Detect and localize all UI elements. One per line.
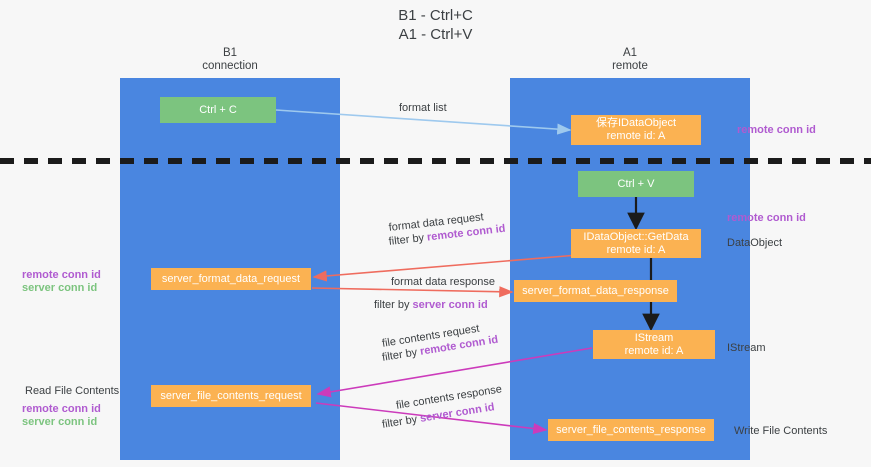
annotation-left-remote-conn-id: remote conn id: [22, 269, 101, 281]
filter-key-server-conn-id: server conn id: [412, 299, 488, 311]
annotation-left-server-conn-id: server conn id: [22, 282, 98, 294]
box-ctrl-v[interactable]: Ctrl + V: [578, 171, 694, 197]
box-server-file-contents-response[interactable]: server_file_contents_response: [548, 419, 714, 441]
box-idataobject-getdata[interactable]: IDataObject::GetData remote id: A: [571, 229, 701, 258]
box-ctrl-c[interactable]: Ctrl + C: [160, 97, 276, 123]
annotation-left-bottom-server-conn-id: server conn id: [22, 416, 98, 428]
phase-divider: [0, 158, 871, 164]
annotation-right-dataobject: DataObject: [727, 237, 783, 249]
filter-prefix: filter by: [388, 231, 428, 248]
filter-prefix: filter by: [381, 412, 422, 431]
annotation-right-istream: IStream: [727, 342, 766, 354]
lane-header-a1: A1 remote: [612, 47, 648, 72]
annotation-right-remote-conn-id-top: remote conn id: [737, 124, 816, 136]
box-server-format-data-response[interactable]: server_format_data_response: [514, 280, 677, 302]
box-server-format-data-request[interactable]: server_format_data_request: [151, 268, 311, 290]
annotation-left-bottom-remote-conn-id: remote conn id: [22, 403, 101, 415]
page-title: B1 - Ctrl+C A1 - Ctrl+V: [398, 7, 473, 43]
filter-prefix: filter by: [374, 299, 413, 311]
box-server-file-contents-request[interactable]: server_file_contents_request: [151, 385, 311, 407]
edge-label-format-list: format list: [399, 102, 447, 114]
edge-label-format-data-response: format data response: [391, 276, 495, 288]
box-idataobject-save[interactable]: 保存IDataObject remote id: A: [571, 115, 701, 145]
box-istream[interactable]: IStream remote id: A: [593, 330, 715, 359]
annotation-left-read-file-contents: Read File Contents: [25, 385, 120, 397]
annotation-right-write-file-contents: Write File Contents: [734, 425, 828, 437]
annotation-right-remote-conn-id-mid: remote conn id: [727, 212, 806, 224]
lane-header-b1: B1 connection: [202, 47, 258, 72]
edge-label-format-data-response-filter: filter by server conn id: [374, 298, 488, 312]
